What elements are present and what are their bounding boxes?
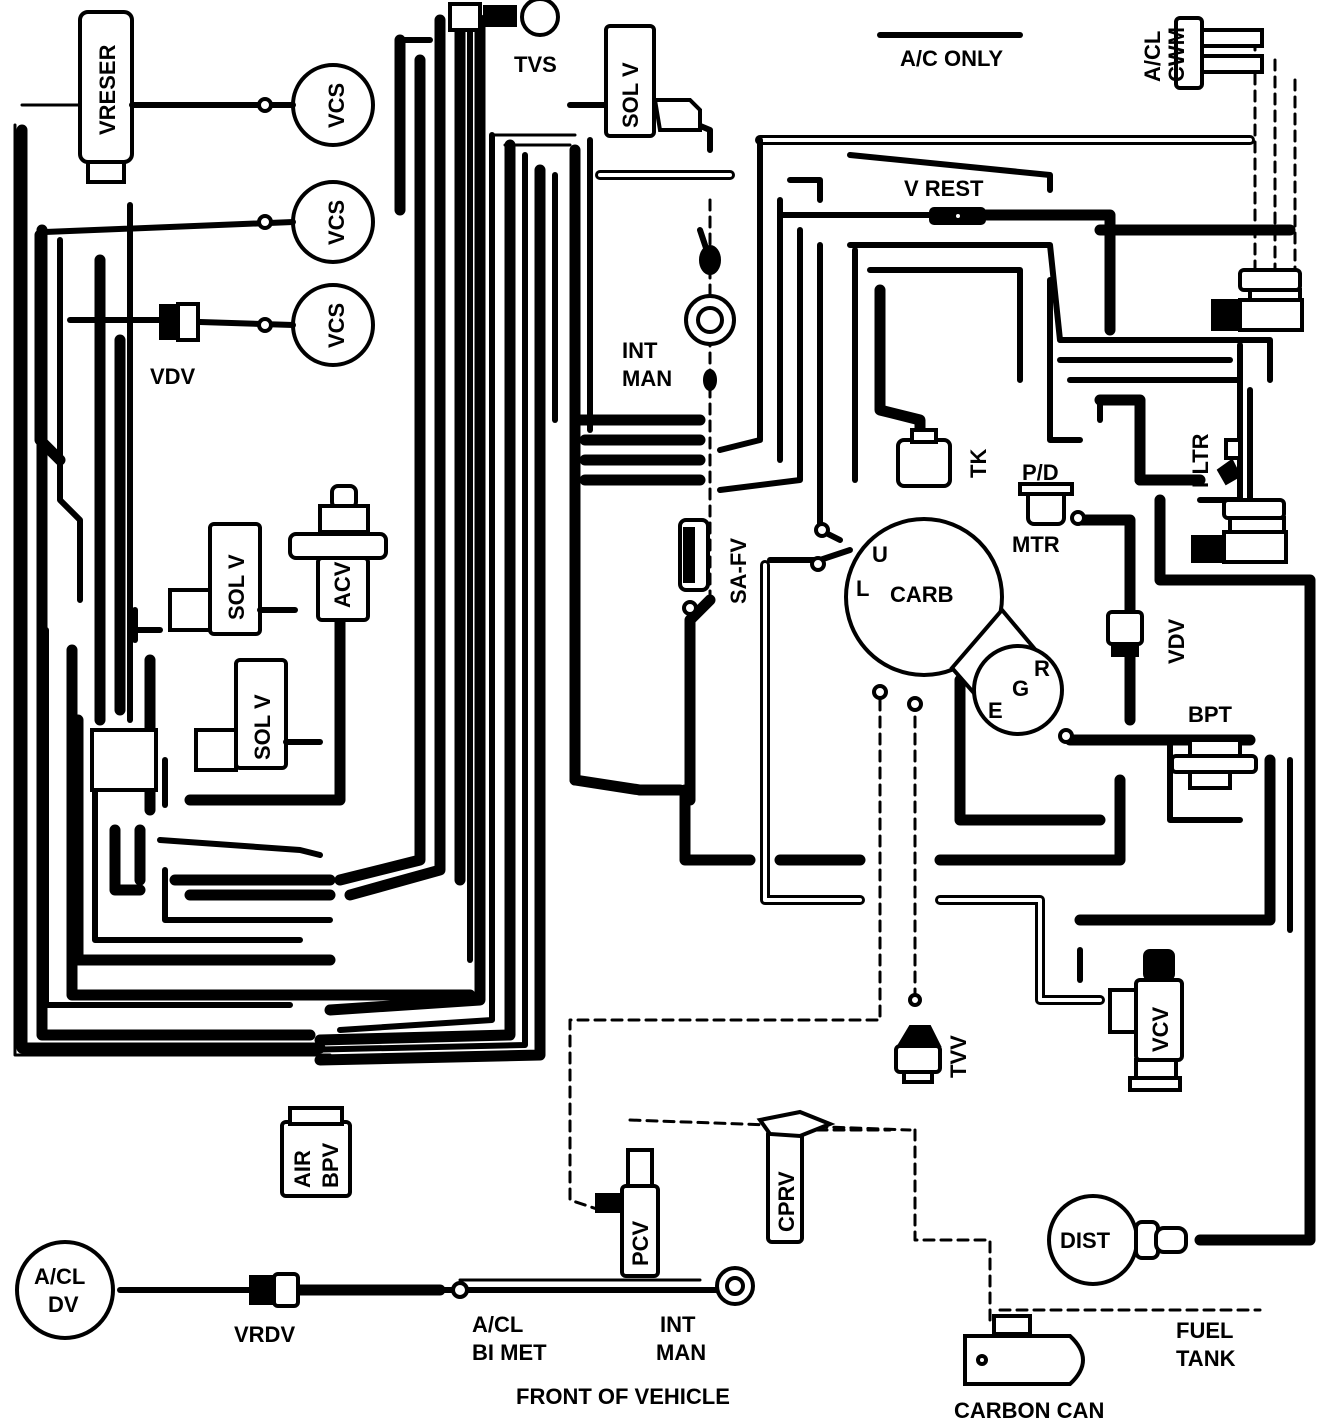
vdv-valve-right: [1106, 610, 1144, 657]
label-bimet: BI MET: [472, 1340, 547, 1365]
tk-kicker: [896, 428, 952, 488]
label-sol-v-middle: SOL V: [224, 554, 249, 620]
label-vcv-right: VCV: [1228, 536, 1274, 561]
label-g: G: [1012, 676, 1029, 701]
label-cprv: CPRV: [774, 1171, 799, 1232]
label-r: R: [1034, 656, 1050, 681]
label-man-top: MAN: [622, 366, 672, 391]
dist-distributor: [1047, 1194, 1188, 1286]
label-int-top: INT: [622, 338, 658, 363]
left-valve-block: [90, 728, 158, 792]
labels: VRESER VCS VCS VCS VDV TVS SOL V A/C ONL…: [34, 27, 1292, 1423]
label-sol-v-lower: SOL V: [250, 694, 275, 760]
label-acl-bimet-1: A/CL: [472, 1312, 523, 1337]
label-air: AIR: [290, 1150, 315, 1188]
label-acl-dv-1: A/CL: [34, 1264, 85, 1289]
v-rest-restrictor: [929, 207, 986, 225]
label-vreser: VRESER: [95, 44, 120, 135]
vcv-valve-right: [1191, 498, 1288, 564]
label-mtr: MTR: [1012, 532, 1060, 557]
int-man-bottom-fitting: [715, 1266, 755, 1306]
vcs-switch-2: [42, 180, 375, 264]
carbon-can: [963, 1314, 1085, 1386]
carburetor: [810, 517, 1074, 744]
label-tvs: TVS: [514, 52, 557, 77]
sol-v-top: [604, 24, 702, 138]
acl-dv-valve: [15, 1240, 115, 1340]
center-vertical-bundle: [297, 14, 646, 1066]
label-bpv: BPV: [318, 1142, 343, 1188]
label-u: U: [872, 542, 888, 567]
label-e: E: [988, 698, 1003, 723]
vrdv-valve: [249, 1272, 300, 1308]
label-vcs-3: VCS: [324, 303, 349, 348]
label-pcv: PCV: [628, 1220, 653, 1266]
label-pd: P/D: [1022, 460, 1059, 485]
label-vcv-top: VCV: [1246, 304, 1292, 329]
label-carbon-can: CARBON CAN: [954, 1398, 1104, 1423]
label-tank: TANK: [1176, 1346, 1236, 1371]
tvv-valve: [894, 993, 942, 1084]
sa-fv-valve: [678, 518, 710, 616]
label-vdv-left: VDV: [150, 364, 196, 389]
label-tvv: TVV: [946, 1035, 971, 1078]
label-vdv-right: VDV: [1164, 618, 1189, 664]
label-bpt: BPT: [1188, 702, 1233, 727]
label-vcs-1: VCS: [324, 83, 349, 128]
acl-dv-line: [117, 1278, 723, 1296]
acl-cwm: [1174, 16, 1264, 90]
vcs-switch-3: [67, 283, 375, 367]
cprv-valve: [756, 1109, 836, 1244]
label-dist: DIST: [1060, 1228, 1111, 1253]
vdv-valve-left: [159, 302, 200, 342]
label-int-bottom: INT: [660, 1312, 696, 1337]
bpt-transducer: [1170, 738, 1258, 790]
label-v-rest: V REST: [904, 176, 984, 201]
label-man-bottom: MAN: [656, 1340, 706, 1365]
label-l: L: [856, 576, 869, 601]
fltr-filter: [1216, 438, 1242, 486]
sol-v-middle: [168, 522, 298, 636]
label-fuel: FUEL: [1176, 1318, 1233, 1343]
vcs-switch-1: [129, 63, 375, 147]
label-front-of-vehicle: FRONT OF VEHICLE: [516, 1384, 730, 1409]
label-vcs-2: VCS: [324, 200, 349, 245]
air-bpv-valve: [280, 1106, 352, 1198]
vreser-reservoir: [78, 10, 134, 184]
sol-v-lower: [194, 658, 323, 772]
label-sol-v-top: SOL V: [618, 62, 643, 128]
label-acv: ACV: [330, 561, 355, 608]
acl-bimet-switch: [451, 1281, 469, 1299]
int-man-top-fitting: [684, 245, 736, 391]
label-ac-only: A/C ONLY: [900, 46, 1003, 71]
pcv-valve: [595, 1148, 660, 1278]
label-vrdv: VRDV: [234, 1322, 295, 1347]
label-acl-cwm-2: CWM: [1164, 27, 1189, 82]
tvs-switch: [448, 0, 560, 37]
acv-valve: [288, 484, 388, 622]
label-fltr: FLTR: [1188, 433, 1213, 488]
label-vcv-bottom: VCV: [1148, 1006, 1173, 1052]
label-sa-fv: SA-FV: [726, 538, 751, 604]
label-tk: TK: [966, 449, 991, 478]
label-dv: DV: [48, 1292, 79, 1317]
vcv-valve-bottom: [1108, 949, 1184, 1092]
label-carb: CARB: [890, 582, 954, 607]
vcv-valve-top: [1211, 268, 1304, 332]
pd-mtr: [1018, 482, 1086, 526]
label-acl-cwm-1: A/CL: [1140, 31, 1165, 82]
